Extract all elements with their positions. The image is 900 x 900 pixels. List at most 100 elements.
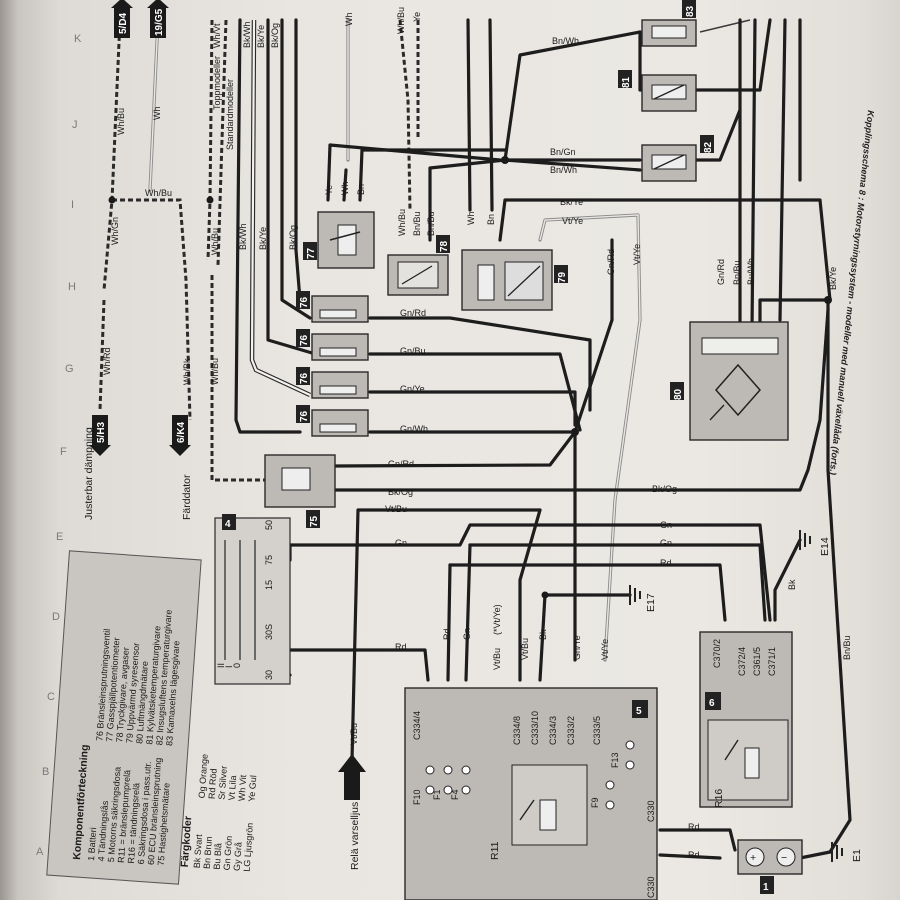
svg-text:Bk/Ye: Bk/Ye (560, 197, 583, 207)
svg-text:Gn/Rd: Gn/Rd (606, 249, 616, 275)
svg-text:Wh/Rd: Wh/Rd (102, 347, 112, 375)
svg-text:Wh: Wh (340, 182, 350, 196)
component-82-intake-air-temp: 82 (641, 135, 714, 182)
svg-text:Bk/Og: Bk/Og (388, 487, 413, 497)
svg-text:K: K (74, 33, 82, 45)
svg-text:Wh/Bk: Wh/Bk (182, 358, 192, 385)
svg-text:Relä varselljus: Relä varselljus (349, 802, 361, 870)
svg-text:Sr Silver: Sr Silver (217, 765, 229, 800)
svg-text:Gn/Wh: Gn/Wh (400, 424, 428, 434)
svg-text:Bn: Bn (356, 184, 366, 195)
svg-text:C334/8: C334/8 (512, 716, 522, 745)
svg-text:C333/2: C333/2 (566, 716, 576, 745)
svg-text:Rd: Rd (688, 850, 700, 860)
svg-text:Ye: Ye (412, 12, 422, 22)
svg-text:Standardmodeller: Standardmodeller (225, 79, 235, 150)
svg-text:Wh/Bu: Wh/Bu (210, 228, 220, 255)
svg-text:Bu/Wh: Bu/Wh (746, 258, 756, 285)
svg-text:II: II (216, 663, 226, 668)
ref-arrow-5-d4[interactable]: 5/D4 (111, 0, 133, 38)
connector-labels-5: C334/4 C334/8 C333/10 C334/3 C333/2 C333… (412, 711, 656, 898)
svg-text:Gn/Rd: Gn/Rd (388, 459, 414, 469)
svg-text:Ye Gul: Ye Gul (246, 775, 258, 802)
component-76-injector-1: 76 (296, 405, 369, 437)
ref-arrow-5-h3[interactable]: 5/H3 (89, 415, 111, 456)
svg-text:Rd Röd: Rd Röd (207, 768, 219, 799)
svg-text:Bk/Og: Bk/Og (288, 225, 298, 250)
svg-text:5/D4: 5/D4 (118, 12, 129, 34)
svg-text:Og Orange: Og Orange (197, 754, 210, 799)
svg-text:Wh/Bu: Wh/Bu (396, 7, 406, 34)
svg-text:81: 81 (621, 76, 632, 88)
component-76-injector-4: 76 (296, 291, 369, 323)
ref-arrow-19-g5[interactable]: 19/G5 (147, 0, 169, 38)
svg-text:Gn/Ye: Gn/Ye (572, 635, 582, 660)
component-77-throttle-pot: 77 (303, 211, 375, 269)
component-5-engine-fusebox: 5 R11 F10 F1 F4 F9 F13 (404, 687, 658, 900)
svg-text:E1: E1 (851, 849, 863, 862)
svg-text:Gn Grön: Gn Grön (222, 835, 234, 870)
svg-text:Rd: Rd (688, 822, 700, 832)
svg-text:4 Tändningslås: 4 Tändningslås (96, 800, 110, 862)
svg-text:Gn: Gn (395, 538, 407, 548)
svg-text:78: 78 (439, 240, 450, 252)
component-83-camshaft-sensor: 83 (641, 0, 697, 47)
svg-text:77: 77 (306, 247, 317, 259)
svg-text:Gn/Ye: Gn/Ye (400, 384, 425, 394)
svg-text:19/G5: 19/G5 (154, 8, 165, 36)
svg-text:1: 1 (763, 882, 769, 893)
svg-text:Bk/Wh: Bk/Wh (238, 223, 248, 250)
svg-text:H: H (68, 281, 76, 293)
svg-text:Rd: Rd (442, 628, 452, 640)
svg-text:F: F (60, 446, 67, 458)
label-justerbar-dampning: Justerbar dämpning (83, 427, 95, 520)
svg-text:Bn: Bn (486, 214, 496, 225)
svg-text:C371/1: C371/1 (767, 647, 777, 676)
svg-text:C334/3: C334/3 (548, 716, 558, 745)
wires (98, 18, 852, 860)
svg-text:−: − (781, 852, 787, 864)
svg-text:30: 30 (264, 670, 274, 680)
svg-text:76: 76 (299, 410, 310, 422)
svg-text:76: 76 (299, 296, 310, 308)
ref-arrow-6-k4[interactable]: 6/K4 (169, 415, 191, 456)
svg-text:Bn/Bu: Bn/Bu (426, 211, 436, 236)
svg-text:Bn/Bu: Bn/Bu (842, 635, 852, 660)
svg-text:76: 76 (299, 372, 310, 384)
svg-text:1 Batteri: 1 Batteri (86, 827, 98, 861)
ground-e14: E14 (799, 530, 831, 556)
svg-text:C333/5: C333/5 (592, 716, 602, 745)
component-75-speedometer: 75 (264, 454, 336, 528)
svg-text:Bk Svart: Bk Svart (192, 833, 204, 868)
svg-text:Bn Brun: Bn Brun (202, 836, 214, 869)
svg-text:C334/4: C334/4 (412, 711, 422, 740)
svg-text:Bk: Bk (538, 629, 548, 640)
svg-text:Wh/Bu: Wh/Bu (210, 358, 220, 385)
svg-text:Bk/Og: Bk/Og (270, 23, 280, 48)
svg-text:Bu Blå: Bu Blå (212, 843, 224, 870)
svg-text:Bk/Ye: Bk/Ye (256, 25, 266, 48)
svg-text:Wh: Wh (466, 212, 476, 226)
svg-text:Wh/Bu: Wh/Bu (145, 188, 172, 198)
svg-text:Gn: Gn (462, 628, 472, 640)
svg-text:82: 82 (703, 141, 714, 153)
component-4-ignition-switch: 4 50 75 15 30S 30 0 I II (214, 514, 291, 685)
svg-text:30S: 30S (264, 624, 274, 640)
svg-text:C333/10: C333/10 (530, 711, 540, 745)
svg-text:5: 5 (636, 706, 642, 717)
svg-text:R11: R11 (489, 841, 501, 860)
svg-text:Wh/Gn: Wh/Gn (110, 217, 120, 245)
svg-text:F1: F1 (432, 789, 442, 800)
svg-text:4: 4 (225, 519, 231, 530)
svg-text:6/K4: 6/K4 (176, 421, 187, 443)
svg-text:50: 50 (264, 520, 274, 530)
svg-text:Wh Vit: Wh Vit (237, 774, 249, 801)
svg-text:Bk/Og: Bk/Og (652, 484, 677, 494)
svg-text:Rd: Rd (660, 558, 672, 568)
rela-varselljus-arrow[interactable]: Relä varselljus (338, 754, 366, 870)
component-76-injector-2: 76 (296, 367, 369, 399)
component-78-pressure-sensor: 78 (387, 235, 450, 296)
ground-e1: E1 (831, 842, 863, 862)
svg-text:LG Ljusgrön: LG Ljusgrön (242, 822, 255, 872)
